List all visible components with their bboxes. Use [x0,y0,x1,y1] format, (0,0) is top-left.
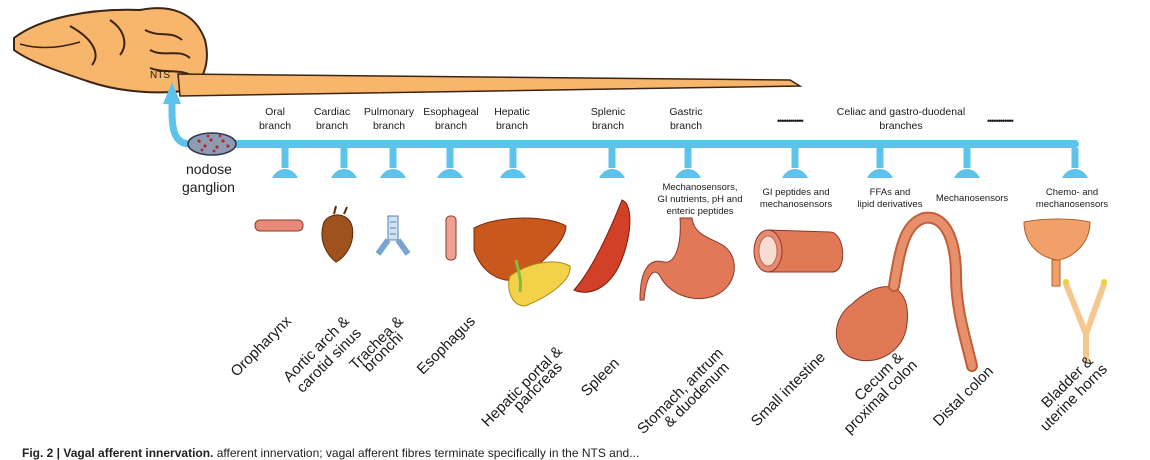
rodent-brain [13,7,208,94]
sensor-labels: Mechanosensors, GI nutrients, pH and ent… [657,182,1108,217]
branch-label: branch [496,120,528,132]
branch-label: branch [259,120,291,132]
nts-label: NTS [150,70,170,81]
branch-label: Splenic [591,106,625,118]
branch-label: branch [373,120,405,132]
organ-bladder-uterus [1023,218,1107,363]
organ-esophagus [445,215,457,261]
caption-title: Fig. 2 | Vagal afferent innervation. [22,446,214,460]
organ-label: Stomach, antrum [634,345,727,438]
branch-label: branch [670,120,702,132]
sensor-label: enteric peptides [666,206,733,217]
ganglion-label-line1: nodose [186,161,232,177]
branch-label: branch [435,120,467,132]
vagal-nerve [163,82,1088,178]
organ-label: Esophagus [414,313,479,378]
caption-text: afferent innervation; vagal afferent fib… [216,446,640,460]
branch-label: Esophageal [423,106,478,118]
organ-label: Hepatic portal & [478,343,565,430]
branch-label: Gastric [669,106,702,118]
sensor-label: GI nutrients, pH and [657,194,742,205]
figure-caption: Fig. 2 | Vagal afferent innervation. aff… [22,446,639,460]
branch-label: branch [592,120,624,132]
sensor-label: Mechanosensors [936,193,1009,204]
sensor-label: FFAs and [870,187,911,198]
branch-label: Cardiac [314,106,350,118]
sensor-label: lipid derivatives [858,199,923,210]
organ-stomach [639,217,735,301]
celiac-dots-right: •••••••••••• [987,116,1014,126]
sensor-label: mechanosensors [1036,199,1109,210]
celiac-dots-left: •••••••••••• [777,116,804,126]
spinal-projection [177,73,803,97]
nodose-ganglion [187,132,237,156]
sensor-label: mechanosensors [760,199,833,210]
sensor-label: Chemo- and [1046,187,1098,198]
ganglion-label-line2: ganglion [182,179,235,195]
branch-label: Oral [265,106,285,118]
branch-label: Hepatic [494,106,530,118]
organ-oropharynx [254,219,304,232]
sensor-label: Mechanosensors, [663,182,738,193]
celiac-header-line2: branches [879,120,922,132]
organ-label: Small intestine [748,349,829,430]
organ-spleen [573,199,631,293]
organ-trachea [375,215,411,256]
sensor-label: GI peptides and [762,187,829,198]
branch-labels: Oral branch Cardiac branch Pulmonary bra… [259,106,965,132]
organ-heart [321,205,354,263]
organ-small-intestine [753,229,844,273]
organ-liver-pancreas [473,217,571,307]
branch-label: branch [316,120,348,132]
celiac-header-line1: Celiac and gastro-duodenal [837,106,965,118]
organ-cecum-colon [835,211,978,372]
organ-label: Spleen [578,355,623,400]
organ-label: Distal colon [930,363,997,430]
branch-label: Pulmonary [364,106,415,118]
organ-labels: Oropharynx Aortic arch & carotid sinus T… [227,312,1110,437]
